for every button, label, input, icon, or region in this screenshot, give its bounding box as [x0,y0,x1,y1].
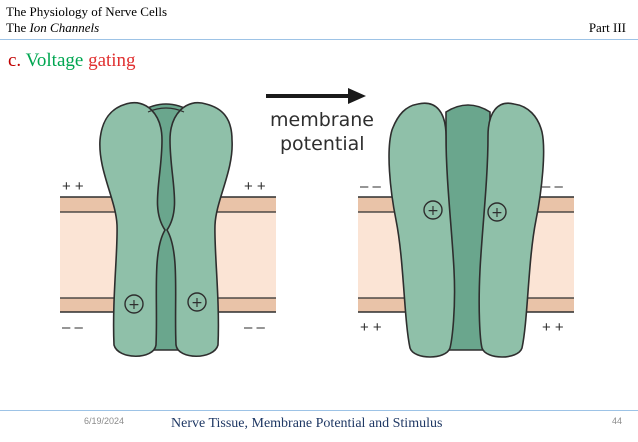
right-top-charge-right: – – [542,178,564,195]
left-gate-charge-left: + [124,294,144,314]
right-bottom-charge-left: + + [360,319,382,336]
right-channel-right-subunit [478,102,545,358]
header-topic-italic: Ion Channels [29,20,100,35]
footer-title: Nerve Tissue, Membrane Potential and Sti… [171,416,443,431]
arrow-label-line2: potential [280,133,365,155]
header-topic-prefix: The [6,20,30,35]
right-gate-charge-right-symbol: + [491,205,503,221]
right-gate-charge-left-symbol: + [427,203,439,219]
section-letter: c. [8,50,22,71]
membrane-potential-arrow [266,88,366,104]
left-top-charge-right: + + [244,178,266,195]
section-word-gating: gating [88,50,136,71]
section-word-voltage: Voltage [25,50,84,71]
left-bottom-charge-right: – – [244,319,266,336]
left-gate-charge-right-symbol: + [191,295,203,311]
section-title: c. Voltage gating [8,50,136,72]
left-gate-charge-right: + [187,292,207,312]
header-part-label: Part III [588,20,626,35]
right-gate-charge-right: + [487,202,507,222]
left-channel-closed [99,101,233,357]
right-channel-left-subunit [388,102,456,358]
left-channel-right-subunit [166,101,233,357]
right-gate-charge-left: + [423,200,443,220]
footer-divider [0,410,638,411]
header-divider [0,39,638,40]
header-topic: The Ion Channels [6,20,99,36]
header-course-title: The Physiology of Nerve Cells [6,4,168,19]
arrow-label-line1: membrane [270,109,374,131]
left-top-charge-left: + + [62,178,84,195]
right-bottom-charge-right: + + [542,319,564,336]
right-top-charge-left: – – [360,178,382,195]
right-channel-open [388,102,545,358]
left-bottom-charge-left: – – [62,319,84,336]
footer-date: 6/19/2024 [84,416,125,426]
left-gate-charge-left-symbol: + [128,297,140,313]
left-channel-left-subunit [99,101,166,357]
footer-page-number: 44 [611,416,622,426]
